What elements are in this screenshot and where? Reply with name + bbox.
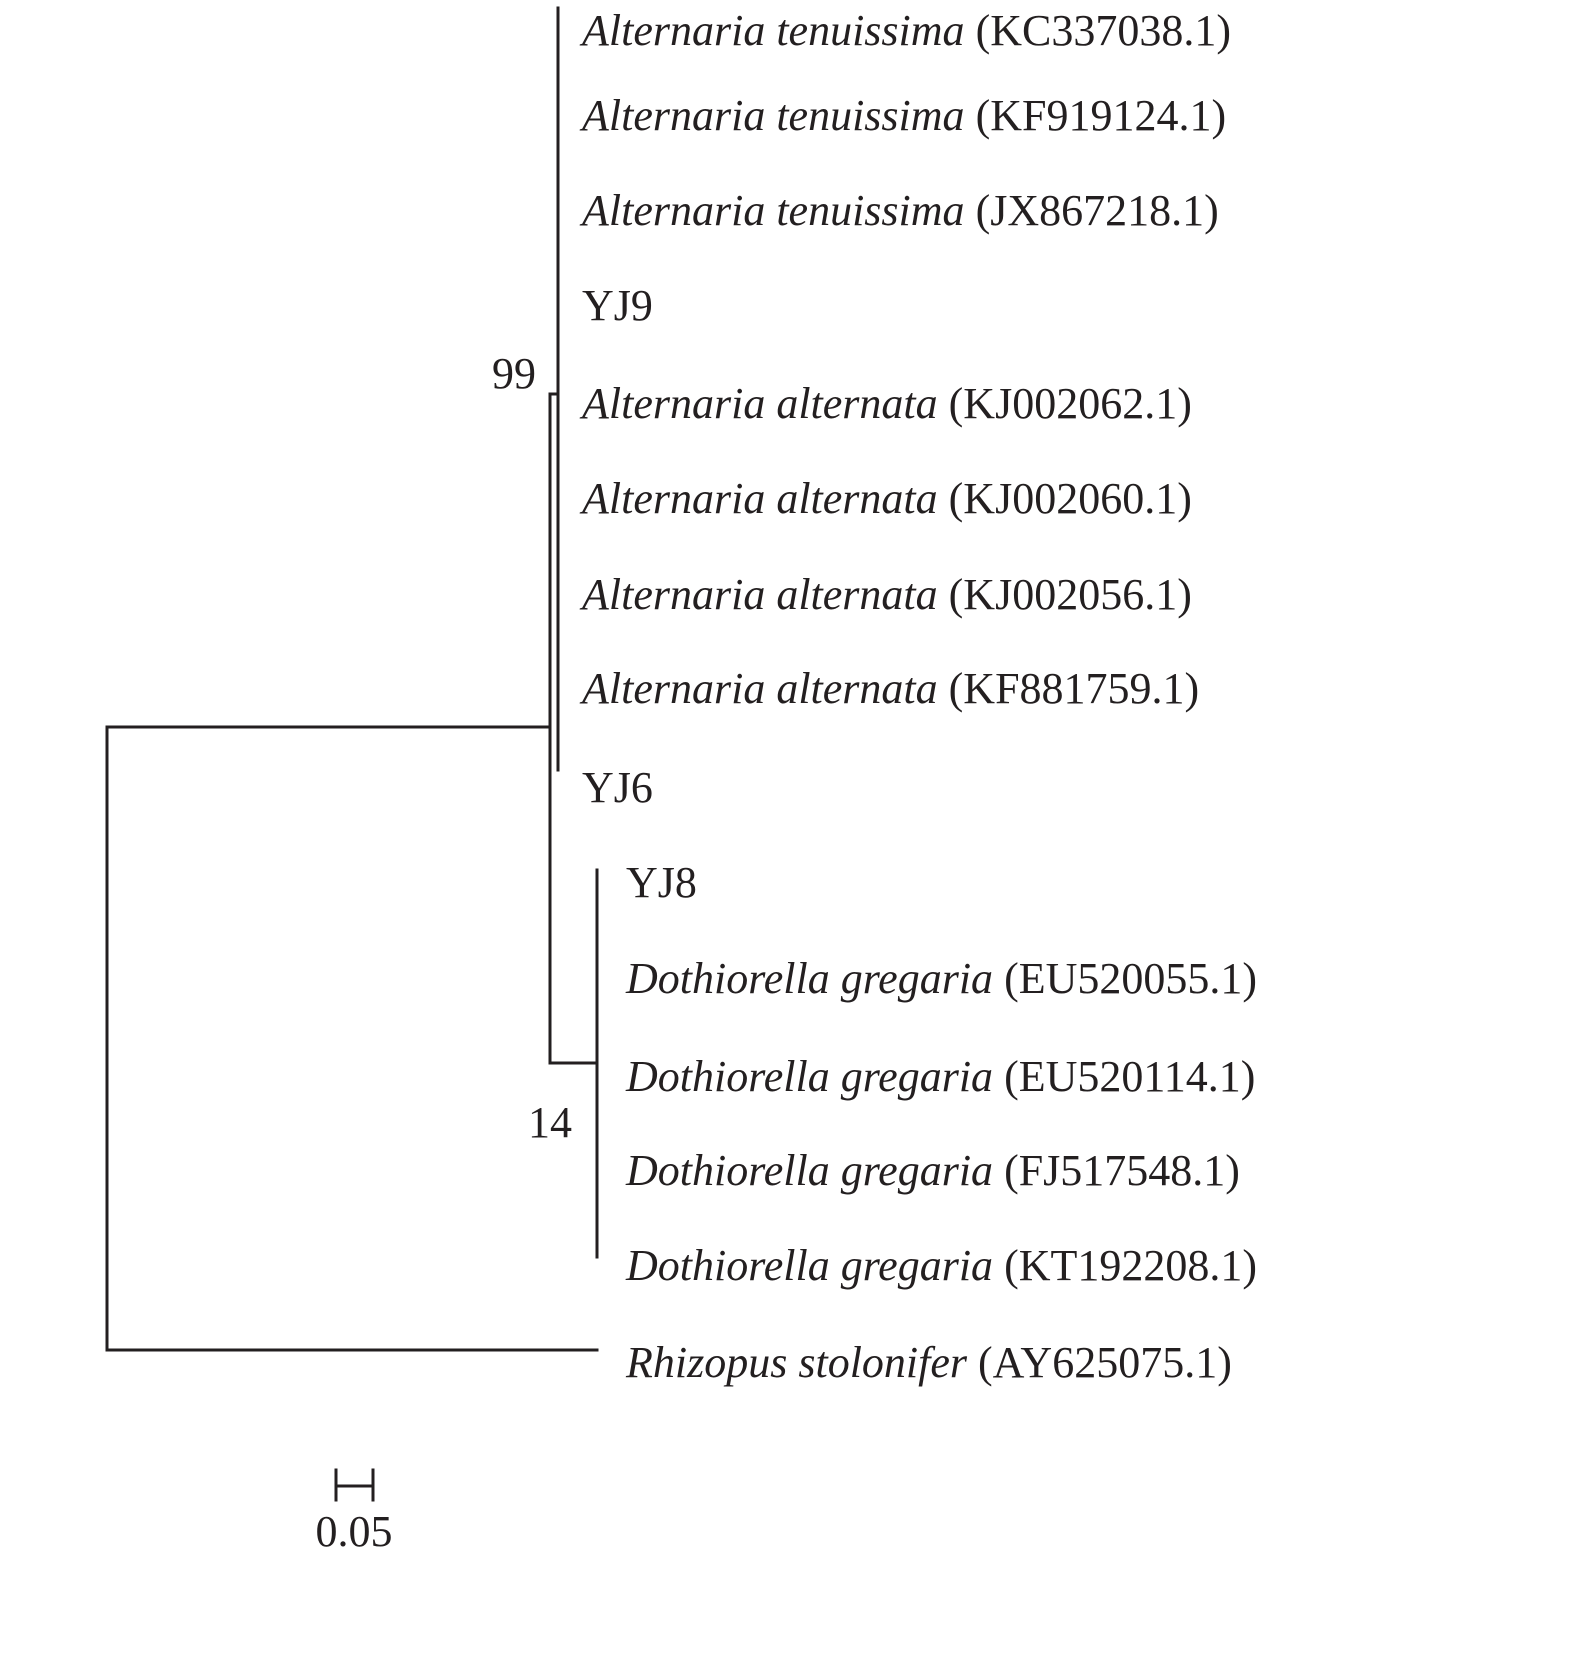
- accession-number: YJ9: [582, 281, 653, 330]
- taxon-label: Alternaria tenuissima (KC337038.1): [579, 6, 1231, 55]
- accession-number: (EU520055.1): [1004, 954, 1257, 1003]
- species-name: Alternaria alternata: [579, 474, 938, 523]
- accession-number: (KJ002062.1): [949, 379, 1192, 428]
- scale-bar-label: 0.05: [316, 1507, 393, 1556]
- taxon-label: Alternaria alternata (KJ002062.1): [579, 379, 1192, 428]
- taxon-label: Dothiorella gregaria (KT192208.1): [625, 1241, 1257, 1290]
- taxon-label: YJ9: [582, 281, 653, 330]
- bootstrap-value: 14: [528, 1098, 572, 1147]
- taxon-label: Alternaria alternata (KJ002056.1): [579, 570, 1192, 619]
- accession-number: (KJ002056.1): [949, 570, 1192, 619]
- taxon-label: Alternaria alternata (KF881759.1): [579, 664, 1199, 713]
- accession-number: (JX867218.1): [976, 186, 1219, 235]
- accession-number: YJ6: [582, 763, 653, 812]
- taxon-label: Dothiorella gregaria (EU520055.1): [625, 954, 1257, 1003]
- accession-number: (EU520114.1): [1004, 1052, 1255, 1101]
- taxon-label: Alternaria tenuissima (JX867218.1): [579, 186, 1219, 235]
- taxon-label: YJ8: [626, 858, 697, 907]
- accession-number: (KC337038.1): [976, 6, 1231, 55]
- accession-number: (FJ517548.1): [1004, 1146, 1240, 1195]
- accession-number: YJ8: [626, 858, 697, 907]
- species-name: Dothiorella gregaria: [625, 1052, 993, 1101]
- taxon-label: YJ6: [582, 763, 653, 812]
- species-name: Alternaria tenuissima: [579, 6, 965, 55]
- species-name: Dothiorella gregaria: [625, 1241, 993, 1290]
- species-name: Alternaria alternata: [579, 379, 938, 428]
- taxon-label: Rhizopus stolonifer (AY625075.1): [625, 1338, 1232, 1387]
- accession-number: (AY625075.1): [978, 1338, 1232, 1387]
- species-name: Rhizopus stolonifer: [625, 1338, 968, 1387]
- taxon-label: Dothiorella gregaria (EU520114.1): [625, 1052, 1255, 1101]
- accession-number: (KJ002060.1): [949, 474, 1192, 523]
- species-name: Alternaria tenuissima: [579, 186, 965, 235]
- accession-number: (KF919124.1): [976, 91, 1227, 140]
- taxon-labels: Alternaria tenuissima (KC337038.1)Altern…: [579, 6, 1257, 1387]
- taxon-label: Alternaria tenuissima (KF919124.1): [579, 91, 1226, 140]
- bootstrap-value: 99: [492, 349, 536, 398]
- taxon-label: Dothiorella gregaria (FJ517548.1): [625, 1146, 1240, 1195]
- species-name: Dothiorella gregaria: [625, 954, 993, 1003]
- species-name: Dothiorella gregaria: [625, 1146, 993, 1195]
- species-name: Alternaria alternata: [579, 570, 938, 619]
- taxon-label: Alternaria alternata (KJ002060.1): [579, 474, 1192, 523]
- accession-number: (KT192208.1): [1004, 1241, 1257, 1290]
- species-name: Alternaria alternata: [579, 664, 938, 713]
- species-name: Alternaria tenuissima: [579, 91, 965, 140]
- accession-number: (KF881759.1): [949, 664, 1200, 713]
